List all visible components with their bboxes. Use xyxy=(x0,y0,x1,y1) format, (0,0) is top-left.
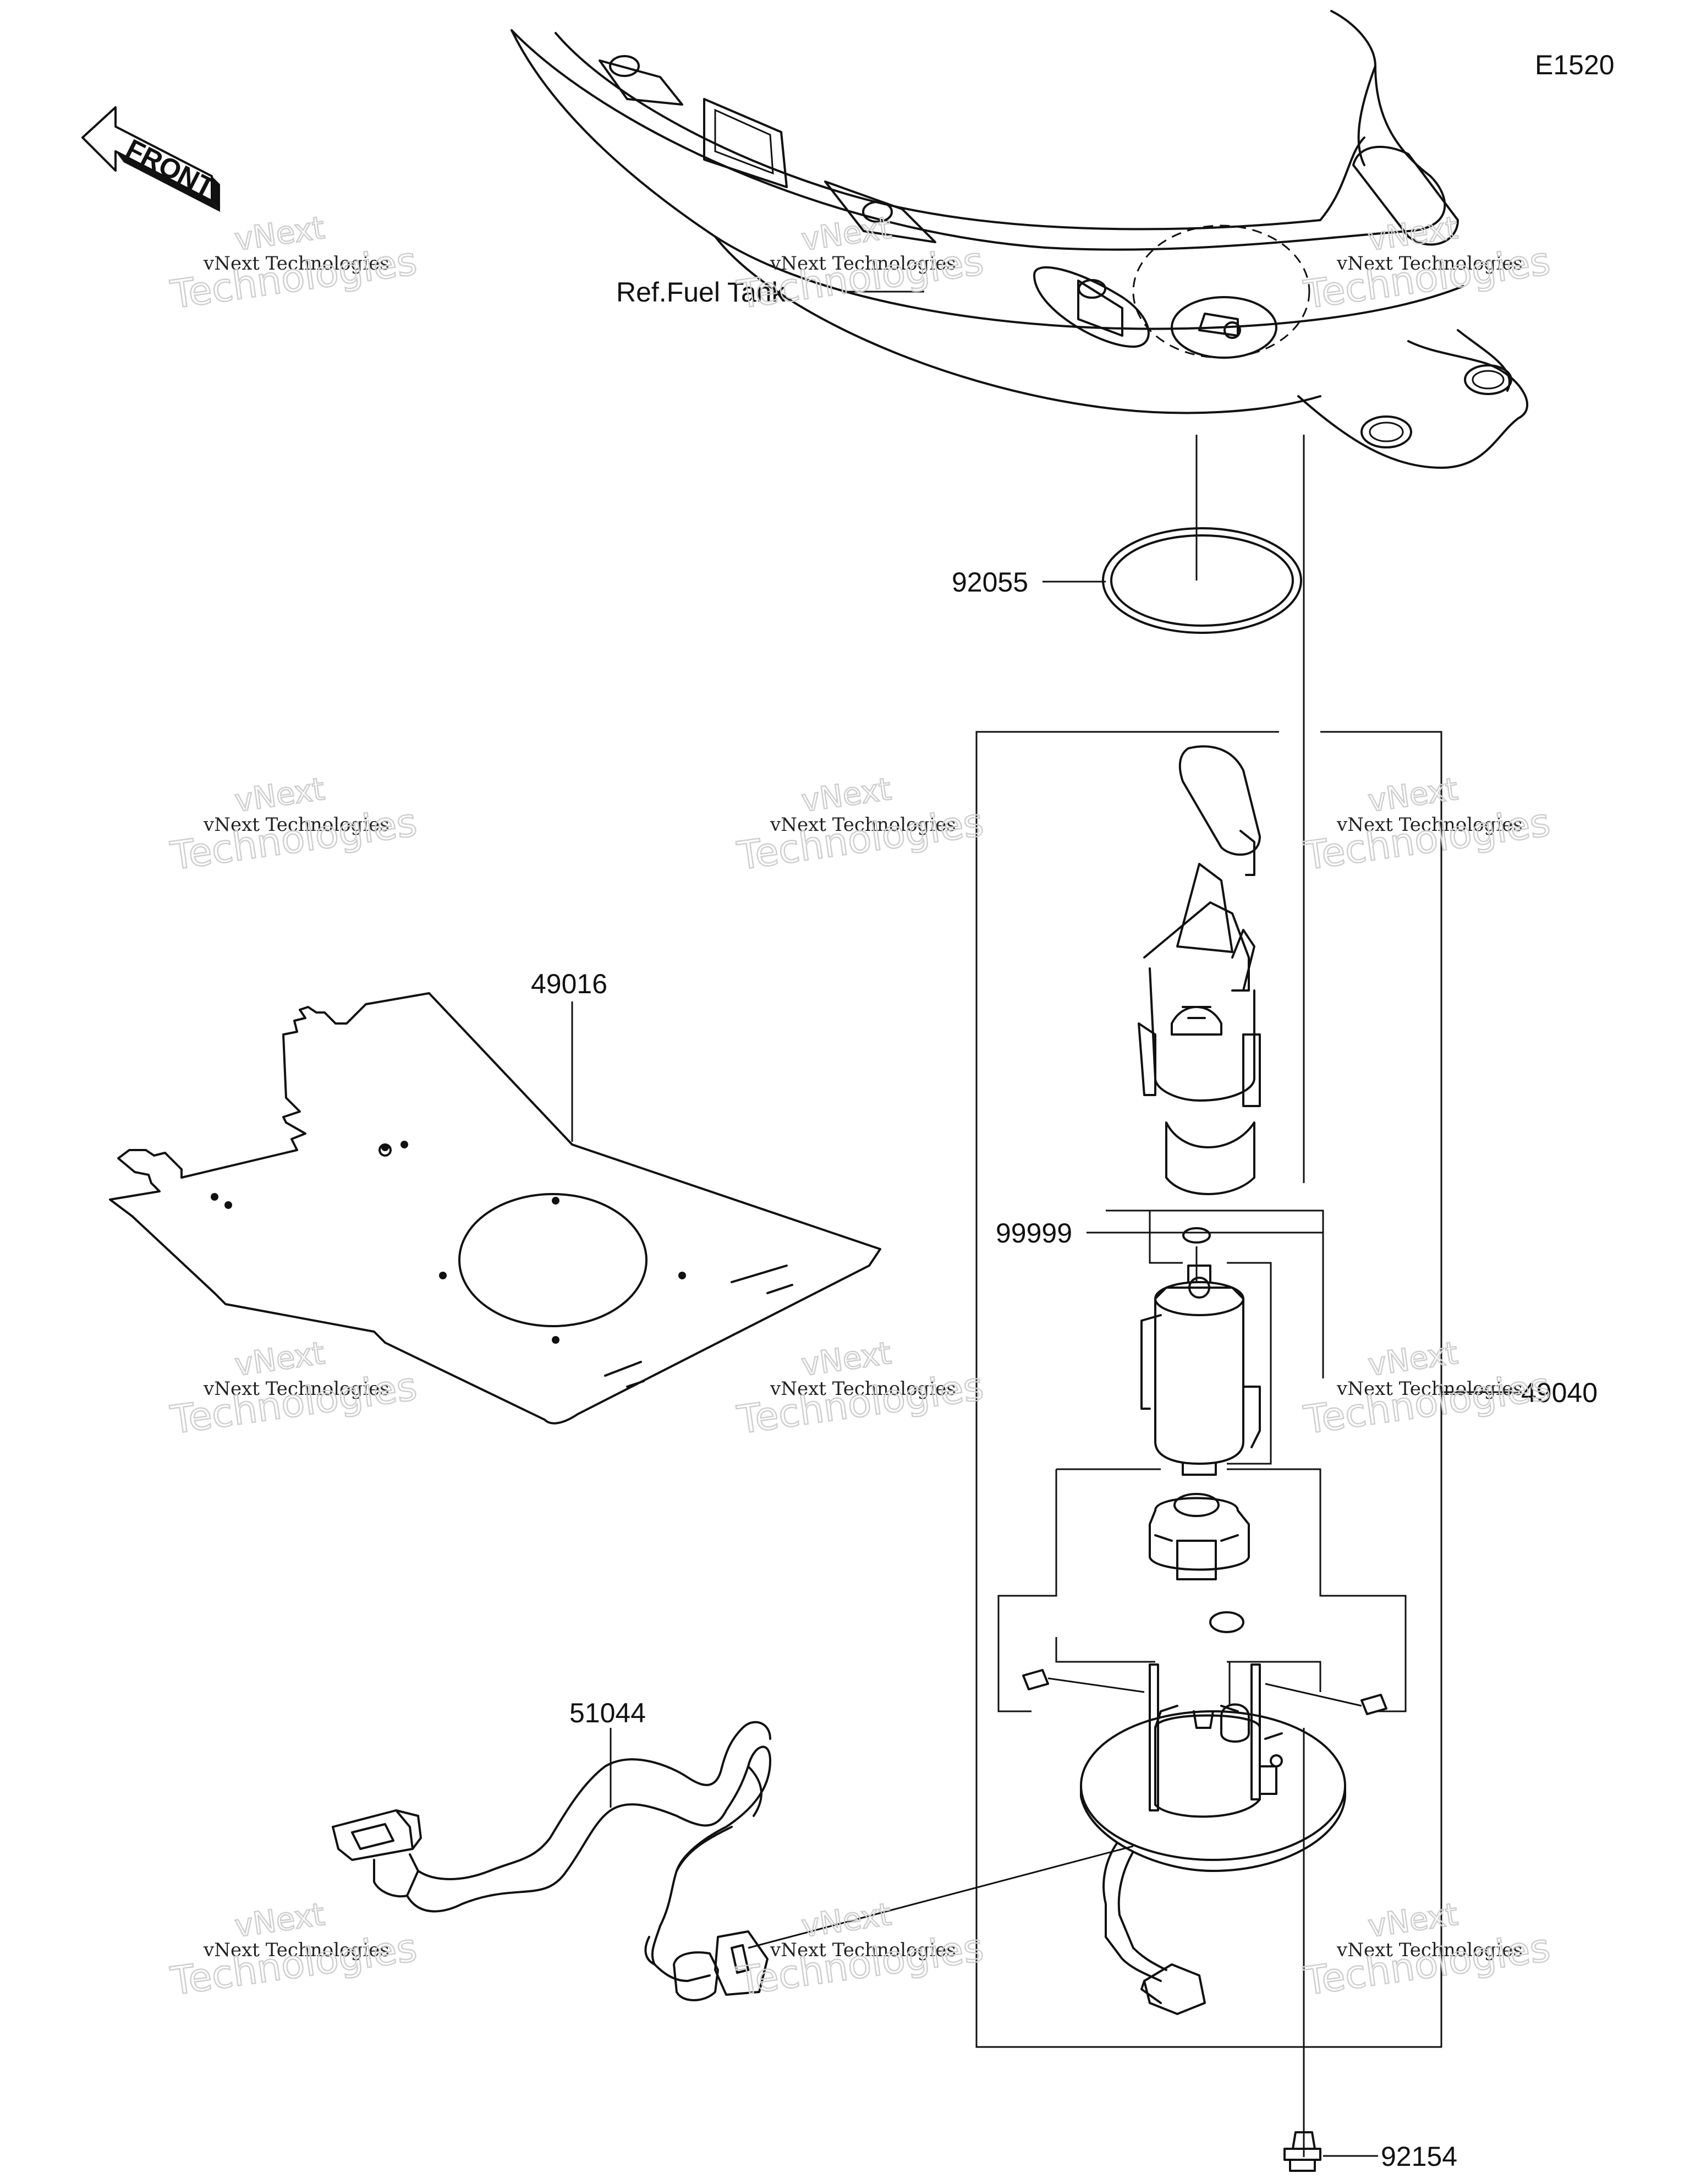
hose-pump-connection-line xyxy=(748,1845,1134,1949)
svg-text:vNext: vNext xyxy=(1366,210,1460,258)
svg-text:vNext Technologies: vNext Technologies xyxy=(1336,1378,1523,1400)
svg-text:vNext: vNext xyxy=(233,210,327,258)
svg-text:vNext: vNext xyxy=(799,1335,893,1383)
svg-text:vNext Technologies: vNext Technologies xyxy=(1336,814,1523,836)
svg-text:vNext: vNext xyxy=(1366,771,1460,819)
filter-box-top xyxy=(1149,1211,1324,1234)
filter-box-lower xyxy=(1056,1468,1407,1712)
svg-text:vNext: vNext xyxy=(233,1897,327,1945)
svg-text:vNext Technologies: vNext Technologies xyxy=(203,814,389,836)
svg-text:Technologies: Technologies xyxy=(734,238,986,318)
part-label-99999: 99999 xyxy=(996,1218,1072,1249)
svg-text:Technologies: Technologies xyxy=(168,1925,420,2004)
svg-text:vNext: vNext xyxy=(233,771,327,819)
watermark: vNext Technologies vNext Technologies vN… xyxy=(167,209,1554,2005)
svg-text:vNext: vNext xyxy=(1366,1897,1460,1945)
svg-text:Technologies: Technologies xyxy=(168,238,420,318)
svg-text:Technologies: Technologies xyxy=(1301,1364,1553,1443)
pump-base-flange xyxy=(1080,1662,1346,2015)
svg-text:Technologies: Technologies xyxy=(734,800,986,879)
bolt-92154 xyxy=(1283,2131,1321,2172)
o-ring-92055 xyxy=(1102,527,1302,634)
svg-text:vNext Technologies: vNext Technologies xyxy=(203,1939,389,1961)
fuel-tank-reference-label: Ref.Fuel Tank xyxy=(616,277,786,308)
pad-49016 xyxy=(109,992,881,1425)
svg-text:vNext Technologies: vNext Technologies xyxy=(203,253,389,275)
svg-text:Technologies: Technologies xyxy=(1301,1925,1553,2004)
svg-text:Technologies: Technologies xyxy=(168,1364,420,1443)
fuel-level-sender xyxy=(1138,745,1261,1195)
tank-bracket-3 xyxy=(1033,266,1150,348)
svg-text:Technologies: Technologies xyxy=(1301,238,1553,318)
svg-text:vNext: vNext xyxy=(799,771,893,819)
small-o-ring xyxy=(1182,1227,1211,1244)
svg-text:Technologies: Technologies xyxy=(1301,800,1553,879)
svg-text:vNext: vNext xyxy=(799,1897,893,1945)
svg-text:vNext Technologies: vNext Technologies xyxy=(770,1378,956,1400)
diagram-code: E1520 xyxy=(1535,50,1615,80)
front-arrow-icon: FRONT xyxy=(81,106,220,212)
filter-box-inner xyxy=(1106,1209,1272,1465)
fuel-pump-motor xyxy=(1140,1265,1261,1476)
svg-text:vNext Technologies: vNext Technologies xyxy=(770,814,956,836)
svg-text:Technologies: Technologies xyxy=(734,1925,986,2004)
part-label-49040: 49040 xyxy=(1521,1377,1598,1408)
tank-bracket-1 xyxy=(599,55,683,106)
part-label-92154: 92154 xyxy=(1381,2141,1457,2172)
svg-text:vNext Technologies: vNext Technologies xyxy=(1336,253,1523,275)
part-label-49016: 49016 xyxy=(531,968,607,999)
filter-box-left xyxy=(997,1469,1057,1712)
filter-box-right xyxy=(1150,1209,1324,1378)
svg-text:Technologies: Technologies xyxy=(734,1364,986,1443)
filter-cup xyxy=(1149,1493,1250,1580)
screw-right xyxy=(1265,1683,1387,1715)
fuel-tank-reference xyxy=(511,10,1529,469)
svg-text:vNext: vNext xyxy=(1366,1335,1460,1383)
fuel-hose-51044 xyxy=(332,1721,771,2001)
svg-text:vNext Technologies: vNext Technologies xyxy=(203,1378,389,1400)
part-label-51044: 51044 xyxy=(569,1698,646,1728)
small-o-ring-2 xyxy=(1209,1611,1244,1633)
svg-text:vNext Technologies: vNext Technologies xyxy=(770,1939,956,1961)
svg-text:vNext Technologies: vNext Technologies xyxy=(1336,1939,1523,1961)
tank-slot xyxy=(703,98,788,188)
assembly-box-49040 xyxy=(975,731,1442,2048)
screw-left xyxy=(1022,1669,1145,1693)
part-label-92055: 92055 xyxy=(952,567,1028,598)
svg-text:vNext: vNext xyxy=(799,210,893,258)
svg-text:vNext Technologies: vNext Technologies xyxy=(770,253,956,275)
svg-text:vNext: vNext xyxy=(233,1335,327,1383)
tank-bracket-2 xyxy=(824,180,936,243)
filter-box-bottom xyxy=(1055,1637,1321,1692)
svg-text:Technologies: Technologies xyxy=(168,800,420,879)
